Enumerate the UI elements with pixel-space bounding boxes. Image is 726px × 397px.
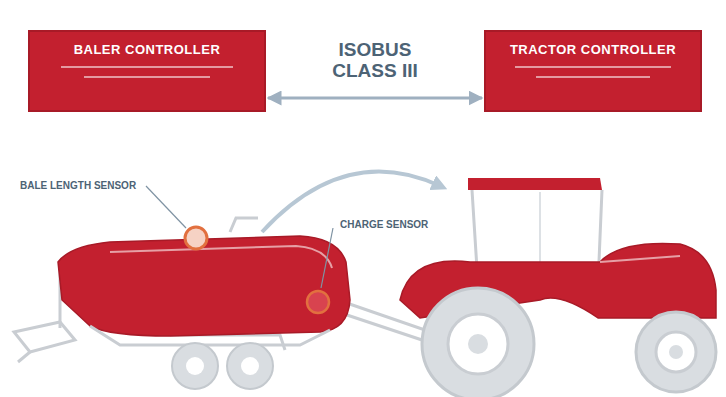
bus-label: ISOBUS CLASS III xyxy=(310,40,440,82)
baler-lower xyxy=(90,326,330,345)
sensor-label: CHARGE SENSOR xyxy=(338,219,430,230)
charge-sensor xyxy=(307,291,329,313)
leader-line xyxy=(321,228,333,288)
controller-box: BALER CONTROLLER xyxy=(28,30,266,112)
baler-wheels xyxy=(172,343,273,389)
controller-box: TRACTOR CONTROLLER xyxy=(484,30,702,112)
detail-line xyxy=(515,66,671,68)
box-title: TRACTOR CONTROLLER xyxy=(498,42,688,57)
detail-line xyxy=(61,66,233,68)
baler-body xyxy=(58,236,350,336)
box-title: BALER CONTROLLER xyxy=(42,42,252,57)
detail-line xyxy=(84,76,210,78)
baler-panel xyxy=(110,246,332,268)
sensor-label: BALE LENGTH SENSOR xyxy=(18,180,138,191)
data-flow-arrow xyxy=(262,172,440,232)
leader-line xyxy=(146,186,186,228)
bus-connector xyxy=(268,97,482,100)
tractor xyxy=(400,178,716,397)
detail-line xyxy=(536,76,650,78)
bale-length-sensor xyxy=(185,227,207,249)
